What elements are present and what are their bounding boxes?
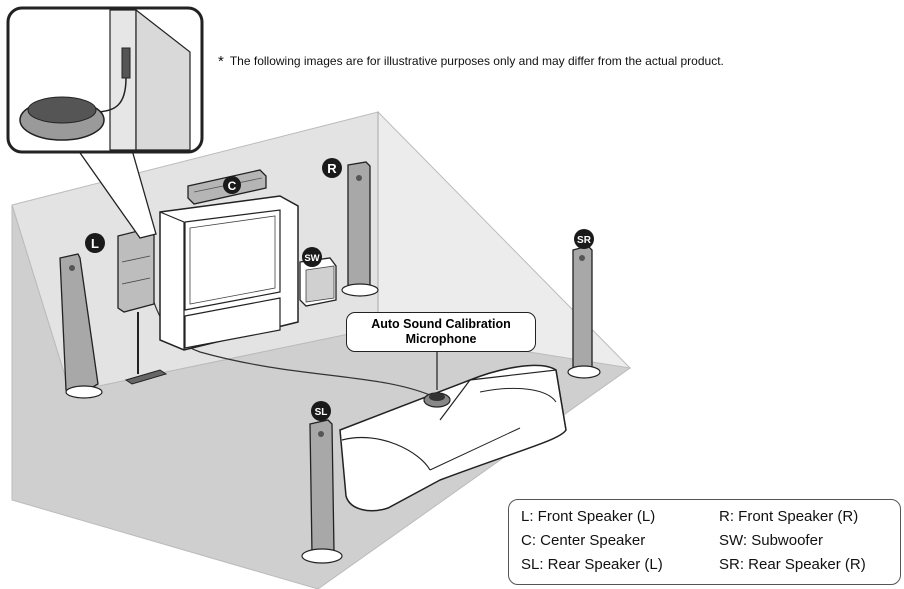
speaker-legend: L: Front Speaker (L) R: Front Speaker (R…: [508, 499, 901, 585]
badge-center: C: [223, 176, 241, 194]
av-receiver-rack: [117, 227, 168, 385]
calibration-microphone: [423, 392, 451, 408]
badge-right: R: [322, 158, 342, 178]
legend-front-left: L: Front Speaker (L): [521, 508, 656, 525]
connection-inset: [6, 6, 204, 239]
badge-subwoofer: SW: [302, 247, 322, 267]
mic-callout-line2: Microphone: [405, 332, 477, 346]
front-right-speaker: [341, 161, 379, 297]
badge-rear-right-text: SR: [577, 235, 592, 246]
television: [159, 195, 299, 351]
badge-rear-right: SR: [574, 229, 594, 249]
badge-subwoofer-text: SW: [304, 253, 319, 264]
badge-rear-left-text: SL: [315, 407, 328, 418]
legend-subwoofer: SW: Subwoofer: [719, 532, 823, 549]
disclaimer-note: * The following images are for illustrati…: [218, 52, 898, 70]
mic-callout-line1: Auto Sound Calibration: [371, 317, 511, 331]
mic-callout-label: Auto Sound Calibration Microphone: [346, 312, 536, 352]
legend-rear-left: SL: Rear Speaker (L): [521, 556, 663, 573]
badge-left-text: L: [91, 236, 99, 251]
badge-right-text: R: [327, 161, 337, 176]
sofa: [339, 364, 567, 512]
rear-left-speaker: [301, 419, 343, 564]
front-left-speaker: [59, 253, 103, 399]
legend-rear-right: SR: Rear Speaker (R): [719, 556, 866, 573]
badge-center-text: C: [228, 179, 237, 193]
subwoofer: [299, 257, 337, 307]
badge-rear-left: SL: [311, 401, 331, 421]
badge-left: L: [85, 233, 105, 253]
disclaimer-text: The following images are for illustrativ…: [229, 54, 724, 68]
legend-center: C: Center Speaker: [521, 532, 646, 549]
legend-front-right: R: Front Speaker (R): [719, 508, 859, 525]
disclaimer-star: *: [218, 53, 224, 70]
